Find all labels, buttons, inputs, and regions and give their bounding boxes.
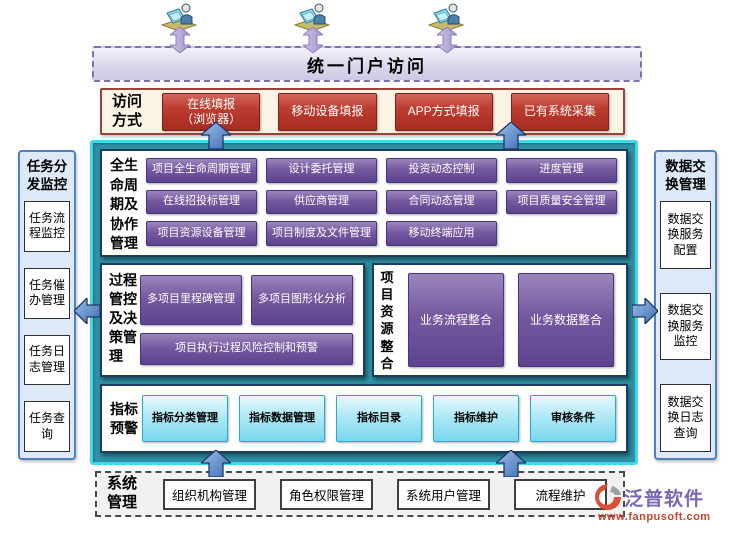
module-audit-conditions[interactable]: 审核条件 [530,395,616,442]
module-online-bidding[interactable]: 在线招投标管理 [146,189,257,215]
access-buttons: 在线填报 （浏览器） 移动设备填报 APP方式填报 已有系统采集 [162,92,609,131]
data-exchange-sidebar: 数据交换管理 数据交换服务配置 数据交换服务监控 数据交换日志查询 [654,150,717,460]
module-indicator-data[interactable]: 指标数据管理 [239,395,325,442]
data-exchange-title: 数据交换管理 [665,159,706,192]
resource-integration-section: 项目资源整合 业务流程整合 业务数据整合 [372,263,628,377]
lifecycle-section: 全生命周期及协作管理 项目全生命周期管理 设计委托管理 投资动态控制 进度管理 … [100,149,628,257]
double-arrow-icon [303,27,323,53]
up-arrow-icon [496,450,526,477]
system-buttons: 组织机构管理 角色权限管理 系统用户管理 流程维护 [163,478,607,510]
app-entry-button[interactable]: APP方式填报 [394,92,493,131]
module-resource-equipment[interactable]: 项目资源设备管理 [146,221,257,246]
indicator-warning-label-wrap: 指标预警 [102,386,142,451]
module-organization-management[interactable]: 组织机构管理 [163,478,256,510]
fanpu-swirl-icon [592,482,622,512]
right-arrow-icon [632,298,658,324]
module-schedule-management[interactable]: 进度管理 [506,158,617,183]
module-risk-control-warning[interactable]: 项目执行过程风险控制和预警 [140,333,353,365]
task-dispatch-title: 任务分发监控 [26,159,68,192]
module-system-user-management[interactable]: 系统用户管理 [397,478,490,510]
module-quality-safety[interactable]: 项目质量安全管理 [506,189,617,215]
lifecycle-grid: 项目全生命周期管理 设计委托管理 投资动态控制 进度管理 在线招投标管理 供应商… [144,151,626,255]
module-task-process-monitor[interactable]: 任务流程监控 [24,201,70,252]
module-supplier-management[interactable]: 供应商管理 [266,189,377,215]
data-exchange-items: 数据交换服务配置 数据交换服务监控 数据交换日志查询 [660,201,711,453]
process-control-label: 过程管控及决策管理 [109,272,137,364]
module-design-commission[interactable]: 设计委托管理 [266,158,377,183]
module-business-data-integration[interactable]: 业务数据整合 [518,273,614,367]
existing-system-collect-button[interactable]: 已有系统采集 [510,92,609,131]
user-at-computer-icon [425,2,467,32]
module-task-reminder[interactable]: 任务催办管理 [24,267,70,319]
module-indicator-classification[interactable]: 指标分类管理 [142,395,228,442]
module-indicator-catalog[interactable]: 指标目录 [336,395,422,442]
module-contract-dynamic[interactable]: 合同动态管理 [386,189,497,215]
module-workflow-maintenance[interactable]: 流程维护 [514,478,607,510]
vendor-logo: 泛普软件 www.fanpusoft.com [592,482,732,523]
module-task-log[interactable]: 任务日志管理 [24,334,70,386]
up-arrow-icon [201,122,231,149]
online-browser-entry-button[interactable]: 在线填报 （浏览器） [162,92,261,131]
vendor-url[interactable]: www.fanpusoft.com [598,511,711,523]
resource-integration-label: 项目资源整合 [380,270,394,371]
lifecycle-label: 全生命周期及协作管理 [110,157,138,252]
module-mobile-terminal[interactable]: 移动终端应用 [386,221,497,246]
task-dispatch-items: 任务流程监控 任务催办管理 任务日志管理 任务查询 [24,201,70,453]
module-project-full-lifecycle[interactable]: 项目全生命周期管理 [146,158,257,183]
access-methods-panel: 访问方式 在线填报 （浏览器） 移动设备填报 APP方式填报 已有系统采集 [100,88,625,135]
unified-portal-banner: 统一门户访问 [92,46,642,82]
indicator-buttons: 指标分类管理 指标数据管理 指标目录 指标维护 审核条件 [142,386,626,451]
left-arrow-icon [74,298,100,324]
up-arrow-icon [201,450,231,477]
module-exchange-service-config[interactable]: 数据交换服务配置 [660,201,711,269]
indicator-warning-label: 指标预警 [110,401,138,436]
process-control-section: 过程管控及决策管理 多项目里程碑管理 多项目图形化分析 项目执行过程风险控制和预… [100,263,365,377]
module-rules-documents[interactable]: 项目制度及文件管理 [266,221,377,246]
double-arrow-icon [437,27,457,53]
up-arrow-icon [496,122,526,149]
module-business-process-integration[interactable]: 业务流程整合 [408,273,504,367]
user-at-computer-icon [291,2,333,32]
vendor-name: 泛普软件 [624,488,705,510]
module-indicator-maintenance[interactable]: 指标维护 [433,395,519,442]
indicator-warning-section: 指标预警 指标分类管理 指标数据管理 指标目录 指标维护 审核条件 [100,384,628,453]
access-methods-label: 访问方式 [112,92,143,129]
module-role-permission-management[interactable]: 角色权限管理 [280,478,373,510]
system-management-panel: 系统管理 组织机构管理 角色权限管理 系统用户管理 流程维护 [95,471,625,517]
double-arrow-icon [170,27,190,53]
user-at-computer-icon [158,2,200,32]
mobile-device-entry-button[interactable]: 移动设备填报 [278,92,377,131]
resource-integration-grid: 业务流程整合 业务数据整合 [396,265,626,375]
process-control-grid: 多项目里程碑管理 多项目图形化分析 项目执行过程风险控制和预警 [138,265,363,375]
banner-title: 统一门户访问 [307,56,427,76]
module-exchange-service-monitor[interactable]: 数据交换服务监控 [660,292,711,361]
module-investment-dynamic-control[interactable]: 投资动态控制 [386,158,497,183]
module-multiproject-graphic-analysis[interactable]: 多项目图形化分析 [251,275,353,325]
module-multiproject-milestone[interactable]: 多项目里程碑管理 [140,275,242,325]
module-exchange-log-query[interactable]: 数据交换日志查询 [660,384,711,453]
module-task-query[interactable]: 任务查询 [24,401,70,453]
system-management-label: 系统管理 [107,475,138,511]
task-dispatch-sidebar: 任务分发监控 任务流程监控 任务催办管理 任务日志管理 任务查询 [18,150,76,460]
